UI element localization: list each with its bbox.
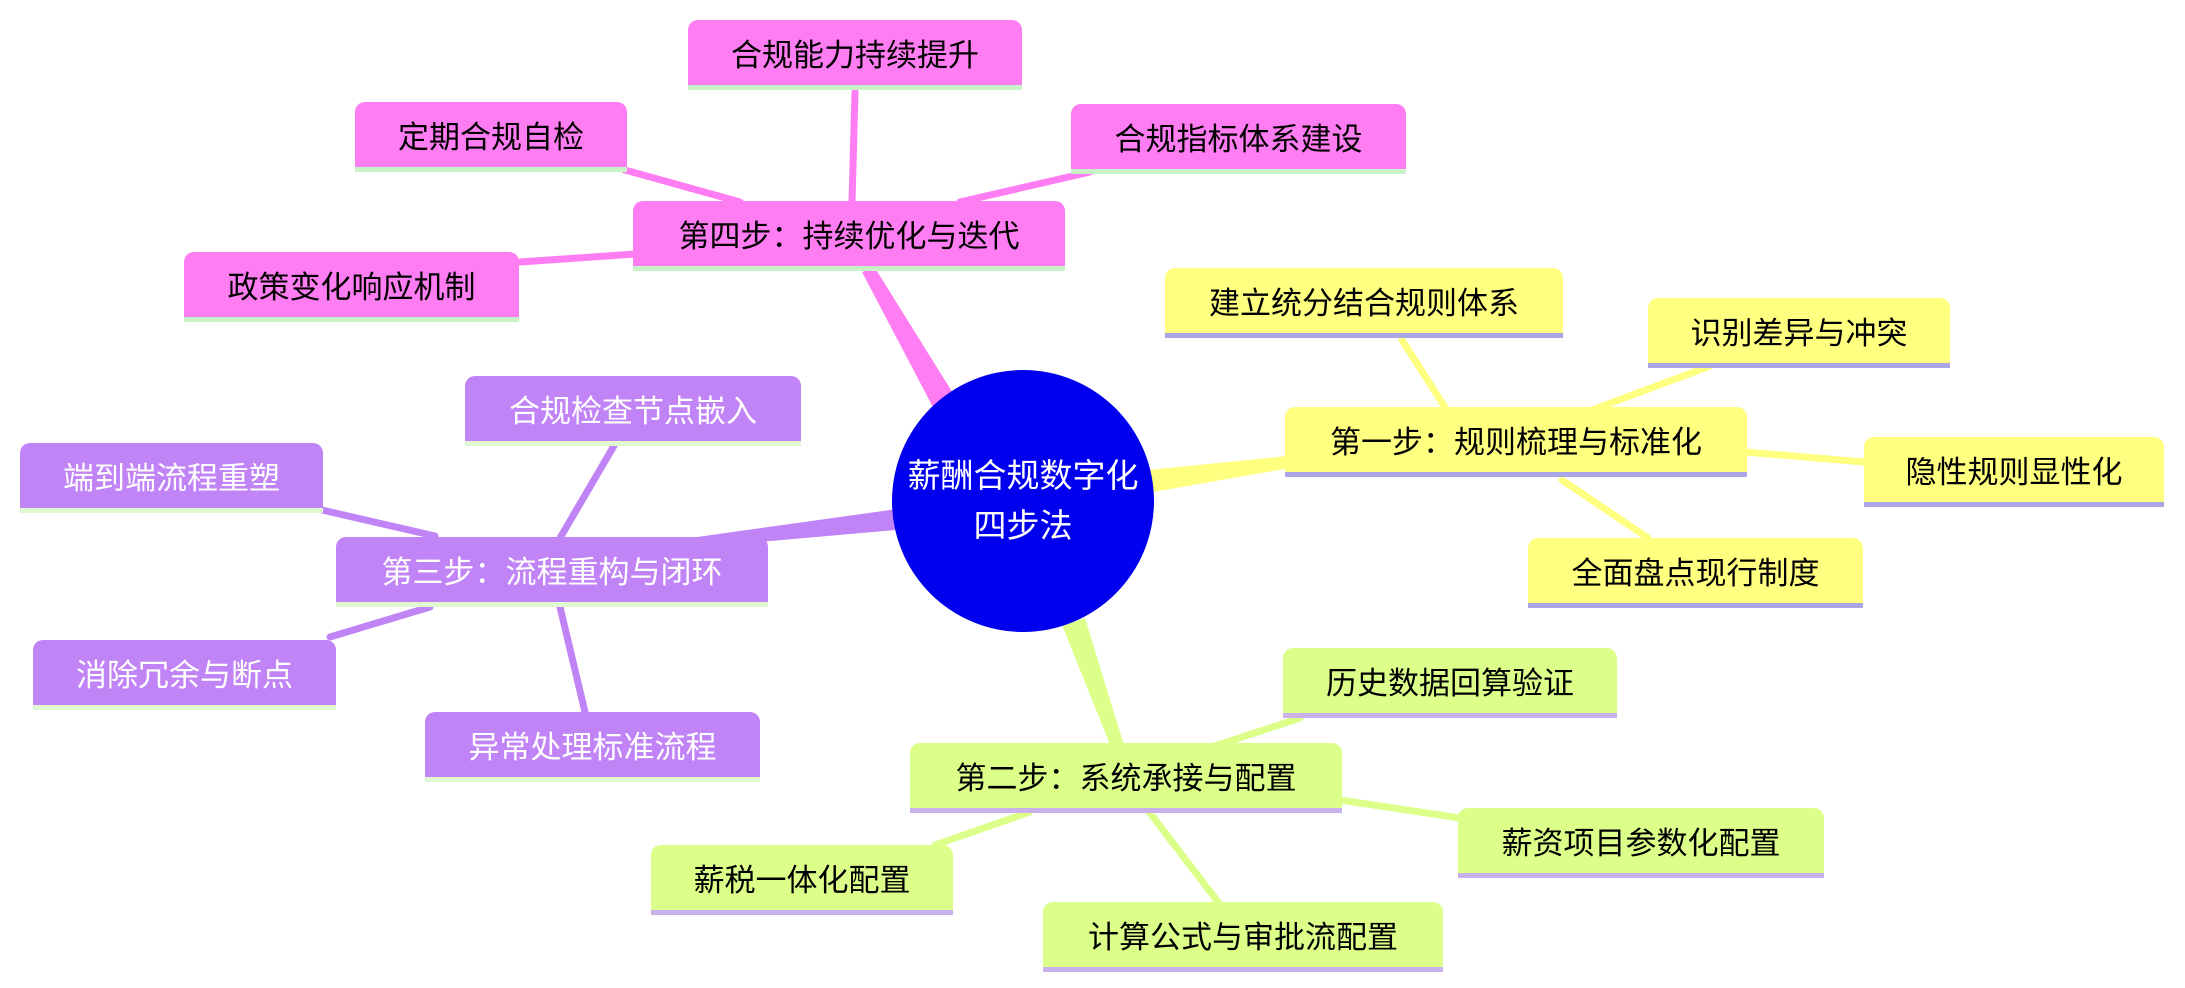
branch-link-s1 — [1148, 456, 1290, 492]
step-1-child-3[interactable]: 隐性规则显性化 — [1864, 437, 2164, 507]
step-1-child-1[interactable]: 建立统分结合规则体系 — [1165, 268, 1563, 338]
sub-link-s1-4 — [1558, 476, 1652, 542]
sub-link-s2-3 — [1146, 809, 1222, 906]
root-title-line2: 四步法 — [973, 506, 1073, 545]
sub-link-s3-1 — [556, 440, 619, 542]
step-3-node[interactable]: 第三步：流程重构与闭环 — [336, 537, 768, 607]
step-2-node[interactable]: 第二步：系统承接与配置 — [910, 743, 1342, 813]
sub-link-s3-2 — [318, 506, 439, 540]
step-3-child-4[interactable]: 异常处理标准流程 — [425, 712, 760, 782]
step-1-child-4[interactable]: 全面盘点现行制度 — [1528, 538, 1863, 608]
sub-link-s4-4 — [516, 250, 639, 266]
root-node[interactable]: 薪酬合规数字化 四步法 — [892, 370, 1154, 632]
sub-link-s4-2 — [621, 166, 744, 206]
step-2-child-3[interactable]: 计算公式与审批流配置 — [1043, 902, 1443, 972]
step-4-child-2[interactable]: 定期合规自检 — [355, 102, 627, 172]
step-4-child-3[interactable]: 合规指标体系建设 — [1071, 104, 1406, 174]
branch-link-s2 — [1062, 618, 1127, 757]
step-1-node[interactable]: 第一步：规则梳理与标准化 — [1285, 407, 1747, 477]
step-3-child-1[interactable]: 合规检查节点嵌入 — [465, 376, 801, 446]
branch-link-s4 — [862, 268, 956, 411]
step-4-child-4[interactable]: 政策变化响应机制 — [184, 252, 519, 322]
sub-link-s2-1 — [1211, 714, 1304, 750]
step-3-child-3[interactable]: 消除冗余与断点 — [33, 640, 336, 710]
sub-link-s4-3 — [956, 168, 1094, 206]
sub-link-s4-1 — [848, 88, 859, 206]
root-title-line1: 薪酬合规数字化 — [907, 456, 1139, 495]
sub-link-s2-2 — [1336, 796, 1464, 822]
step-2-child-2[interactable]: 薪资项目参数化配置 — [1458, 808, 1824, 878]
step-4-child-1[interactable]: 合规能力持续提升 — [688, 20, 1022, 90]
step-3-child-2[interactable]: 端到端流程重塑 — [20, 443, 323, 513]
step-1-child-2[interactable]: 识别差异与冲突 — [1648, 298, 1950, 368]
sub-link-s1-2 — [1588, 362, 1714, 414]
sub-link-s3-4 — [556, 603, 589, 716]
step-2-child-1[interactable]: 历史数据回算验证 — [1283, 648, 1617, 718]
step-4-node[interactable]: 第四步：持续优化与迭代 — [633, 201, 1065, 271]
sub-link-s3-3 — [326, 603, 434, 641]
step-2-child-4[interactable]: 薪税一体化配置 — [651, 845, 953, 915]
sub-link-s2-4 — [931, 808, 1034, 849]
sub-link-s1-3 — [1741, 448, 1868, 466]
